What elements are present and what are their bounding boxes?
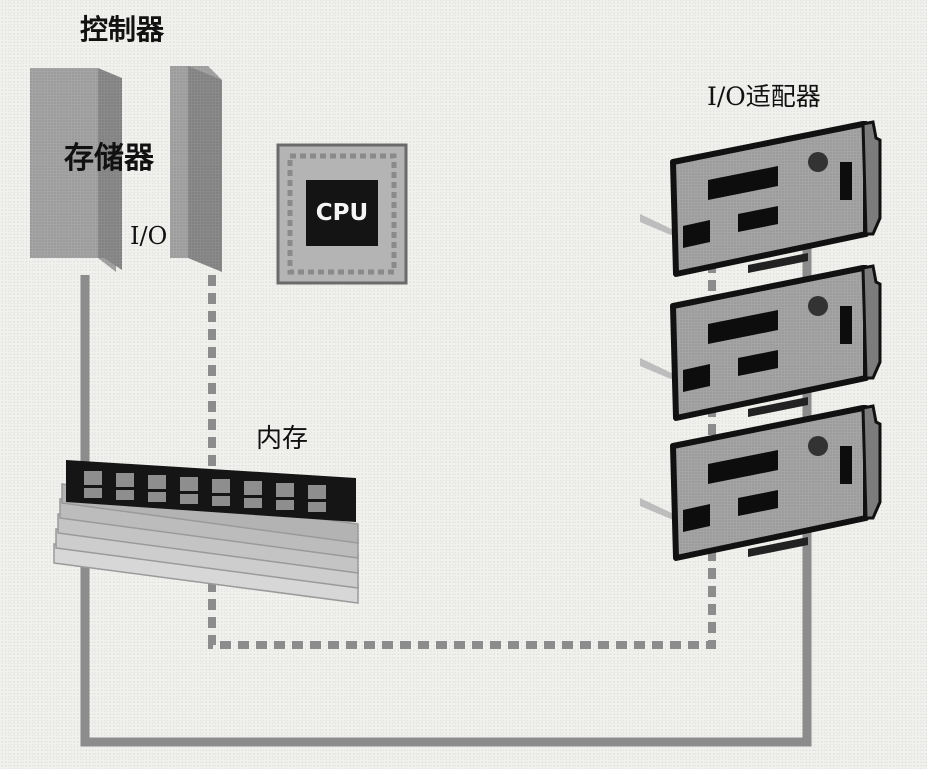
io-adapter-label: I/O适配器 (707, 82, 821, 111)
io-adapter-card (640, 266, 880, 418)
storage-controller-block (30, 68, 122, 272)
storage-label: 存储器 (64, 141, 154, 176)
cpu-chip: CPU (276, 143, 408, 285)
io-label: I/O (130, 222, 168, 250)
io-block (170, 66, 222, 272)
memory-label: 内存 (256, 424, 309, 454)
cpu-text: CPU (316, 200, 368, 226)
io-adapter-card (640, 122, 880, 274)
dashed-bus-line (208, 200, 716, 649)
controller-label: 控制器 (80, 13, 165, 46)
io-adapter-card (640, 406, 880, 558)
memory-modules (53, 460, 359, 604)
